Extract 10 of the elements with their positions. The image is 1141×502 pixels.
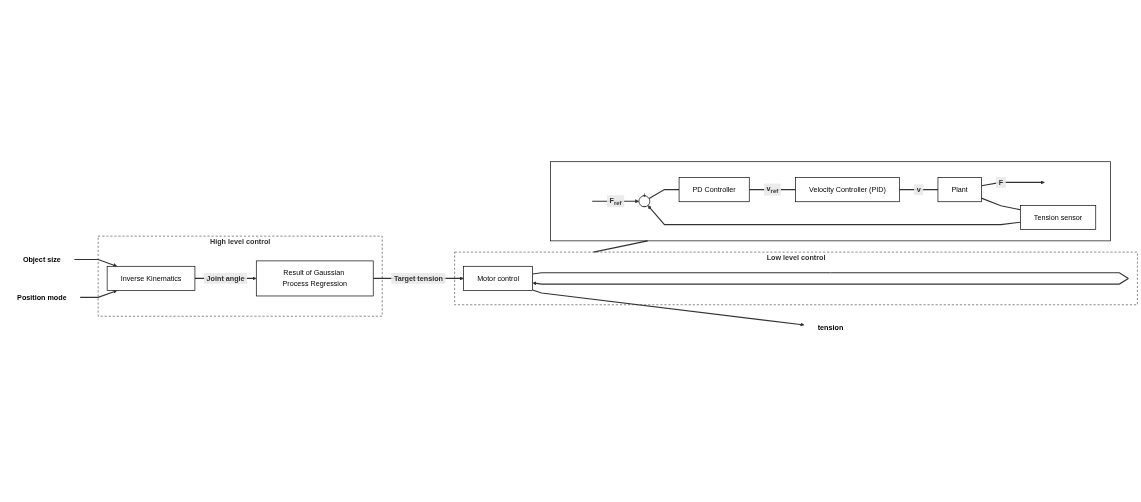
cluster bbox=[550, 161, 1111, 242]
arrow bbox=[647, 205, 1021, 226]
connector-line bbox=[648, 189, 680, 200]
arrow bbox=[591, 199, 640, 204]
arrow bbox=[980, 180, 1045, 187]
connector-line bbox=[980, 197, 1021, 211]
arrow bbox=[79, 289, 118, 298]
arrow bbox=[532, 277, 1129, 286]
arrow bbox=[532, 289, 805, 327]
arrow bbox=[73, 259, 118, 267]
